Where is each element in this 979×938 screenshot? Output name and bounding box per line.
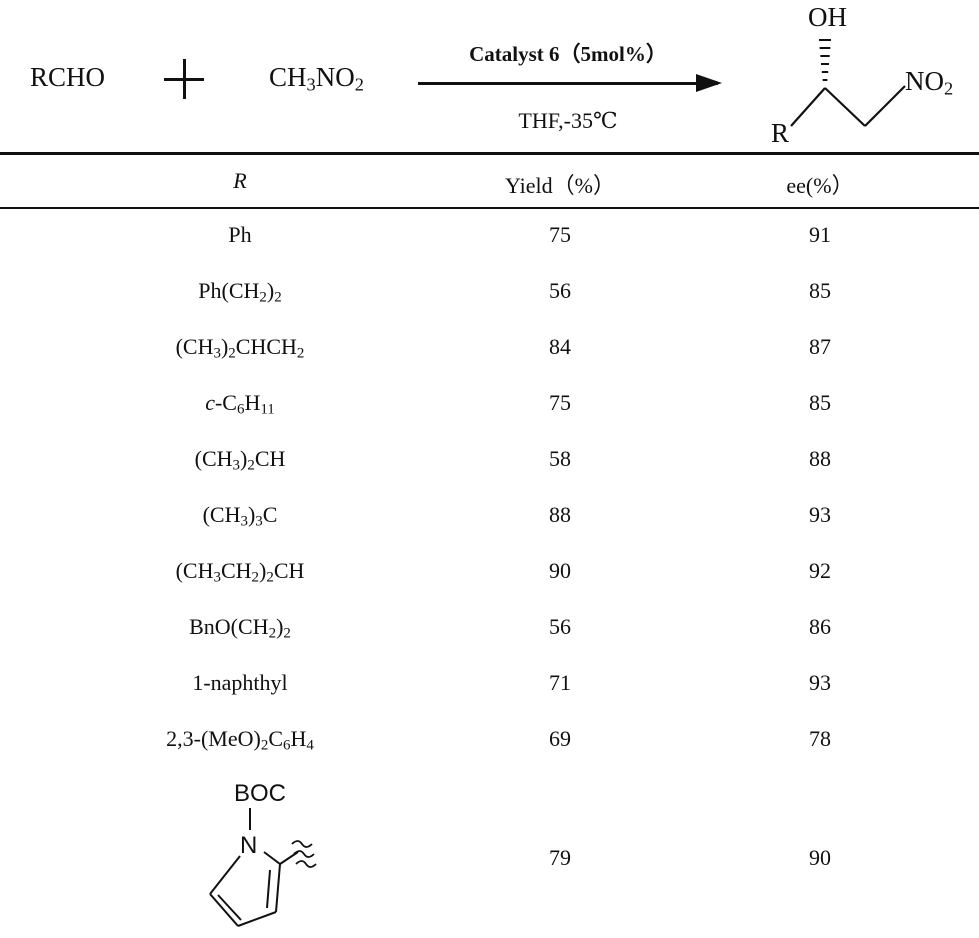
table-row: Ph 75 91 — [0, 222, 979, 274]
reactant-nitromethane: CH3NO2 — [269, 62, 364, 95]
cell-r-group: Ph(CH2)2 — [198, 278, 282, 306]
table-row: c-C6H11 75 85 — [0, 390, 979, 442]
plus-sign — [164, 59, 204, 99]
cell-r-group: (CH3CH2)2CH — [175, 558, 305, 586]
table-row: 79 90 — [0, 845, 979, 897]
cell-r-group: Ph — [228, 222, 252, 247]
cell-r-group: (CH3)3C — [202, 502, 278, 530]
cell-ee: 92 — [809, 558, 831, 583]
cell-yield: 90 — [549, 558, 571, 583]
reactant-aldehyde: RCHO — [30, 62, 106, 92]
cell-yield: 84 — [549, 334, 571, 359]
cell-ee: 85 — [809, 390, 831, 415]
cell-ee: 85 — [809, 278, 831, 303]
cell-r-group: (CH3)2CH — [194, 446, 286, 474]
table-row: 1-naphthyl 71 93 — [0, 670, 979, 722]
reaction-arrow — [418, 75, 722, 91]
product-r-group: R — [771, 118, 790, 148]
boc-pyrrolyl-structure: BOC N — [190, 780, 330, 938]
condition-catalyst: Catalyst 6（5mol%） — [469, 42, 667, 66]
cell-ee: 91 — [809, 222, 831, 247]
cell-yield: 56 — [549, 278, 571, 303]
cell-ee: 90 — [809, 845, 831, 870]
table-row: (CH3)2CH 58 88 — [0, 446, 979, 498]
cell-ee: 93 — [809, 670, 831, 695]
cell-r-group: c-C6H11 — [205, 390, 275, 418]
cell-yield: 75 — [549, 222, 571, 247]
header-yield: Yield（%） — [505, 173, 615, 198]
header-r: R — [233, 168, 247, 193]
table-row: (CH3)2CHCH2 84 87 — [0, 334, 979, 386]
product-hydroxyl: OH — [808, 2, 847, 32]
header-rule — [0, 207, 979, 209]
cell-yield: 75 — [549, 390, 571, 415]
boc-label: BOC — [234, 780, 287, 807]
cell-yield: 79 — [549, 845, 571, 870]
cell-ee: 93 — [809, 502, 831, 527]
table-row: BnO(CH2)2 56 86 — [0, 614, 979, 666]
product-structure: OH R NO2 — [755, 0, 979, 152]
cell-r-group: 2,3-(MeO)2C6H4 — [166, 726, 314, 754]
cell-ee: 86 — [809, 614, 831, 639]
table-top-rule — [0, 152, 979, 155]
cell-ee: 78 — [809, 726, 831, 751]
table-row: Ph(CH2)2 56 85 — [0, 278, 979, 330]
product-nitro: NO2 — [905, 66, 954, 99]
cell-r-group: (CH3)2CHCH2 — [175, 334, 305, 362]
cell-yield: 69 — [549, 726, 571, 751]
reaction-scheme: RCHO CH3NO2 Catalyst 6（5mol%） THF,-35℃ O… — [0, 0, 979, 152]
cell-yield: 71 — [549, 670, 571, 695]
table-row: 2,3-(MeO)2C6H4 69 78 — [0, 726, 979, 778]
cell-r-group: BnO(CH2)2 — [189, 614, 291, 642]
table-row: (CH3)3C 88 93 — [0, 502, 979, 554]
table-row: (CH3CH2)2CH 90 92 — [0, 558, 979, 610]
cell-yield: 56 — [549, 614, 571, 639]
cell-ee: 88 — [809, 446, 831, 471]
header-ee: ee(%） — [786, 173, 854, 198]
condition-solvent: THF,-35℃ — [518, 108, 618, 133]
cell-ee: 87 — [809, 334, 831, 359]
cell-r-group: 1-naphthyl — [192, 670, 288, 695]
cell-yield: 58 — [549, 446, 571, 471]
nitrogen-atom-label: N — [240, 832, 258, 859]
cell-yield: 88 — [549, 502, 571, 527]
